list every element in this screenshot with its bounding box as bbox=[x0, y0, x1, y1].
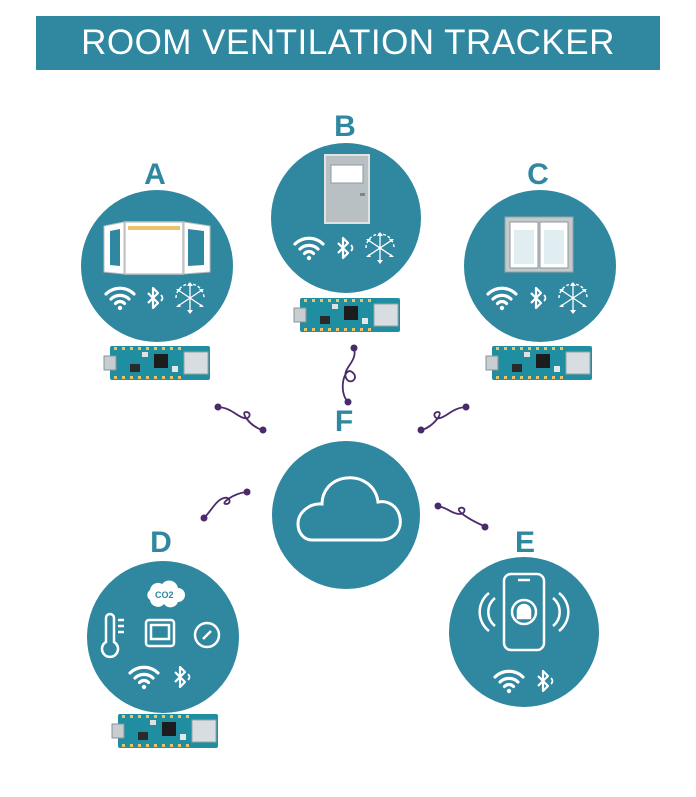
co2-label: CO2 bbox=[155, 590, 174, 600]
co2-icon: CO2 bbox=[147, 580, 185, 608]
microcontroller-board-d bbox=[111, 713, 219, 749]
node-label-a: A bbox=[144, 158, 166, 191]
node-label-e: E bbox=[514, 526, 535, 559]
node-b bbox=[271, 143, 421, 293]
window-double-sash-icon bbox=[103, 221, 211, 275]
microcontroller-board-b bbox=[293, 297, 401, 333]
connector-d-f bbox=[203, 491, 247, 519]
node-label-d: D bbox=[150, 526, 172, 559]
connector-e-f bbox=[437, 505, 485, 527]
node-f bbox=[272, 441, 420, 589]
microcontroller-board-a bbox=[103, 345, 211, 381]
smartphone-bell-icon bbox=[478, 572, 570, 652]
window-sliding-icon bbox=[504, 216, 574, 273]
node-d-circle bbox=[87, 561, 239, 713]
microcontroller-board-c bbox=[485, 345, 593, 381]
connector-c-f bbox=[421, 406, 467, 431]
door-icon bbox=[324, 154, 370, 224]
node-f-circle bbox=[272, 441, 420, 589]
title-banner: ROOM VENTILATION TRACKER bbox=[36, 16, 660, 70]
node-e bbox=[449, 557, 599, 707]
node-label-c: C bbox=[527, 158, 549, 191]
page-title: ROOM VENTILATION TRACKER bbox=[81, 23, 615, 62]
connector-b-f bbox=[341, 347, 356, 403]
cloud-icon bbox=[296, 476, 402, 542]
thermometer-icon bbox=[100, 612, 124, 659]
node-label-f: F bbox=[334, 405, 354, 438]
node-d: CO2 bbox=[87, 561, 239, 713]
node-c bbox=[464, 190, 616, 342]
connector-dots bbox=[200, 344, 489, 531]
node-label-b: B bbox=[334, 110, 356, 143]
connector-a-f bbox=[217, 406, 263, 431]
gauge-icon bbox=[193, 621, 221, 649]
connectors bbox=[203, 347, 485, 527]
display-icon bbox=[144, 618, 176, 648]
node-a bbox=[81, 190, 233, 342]
